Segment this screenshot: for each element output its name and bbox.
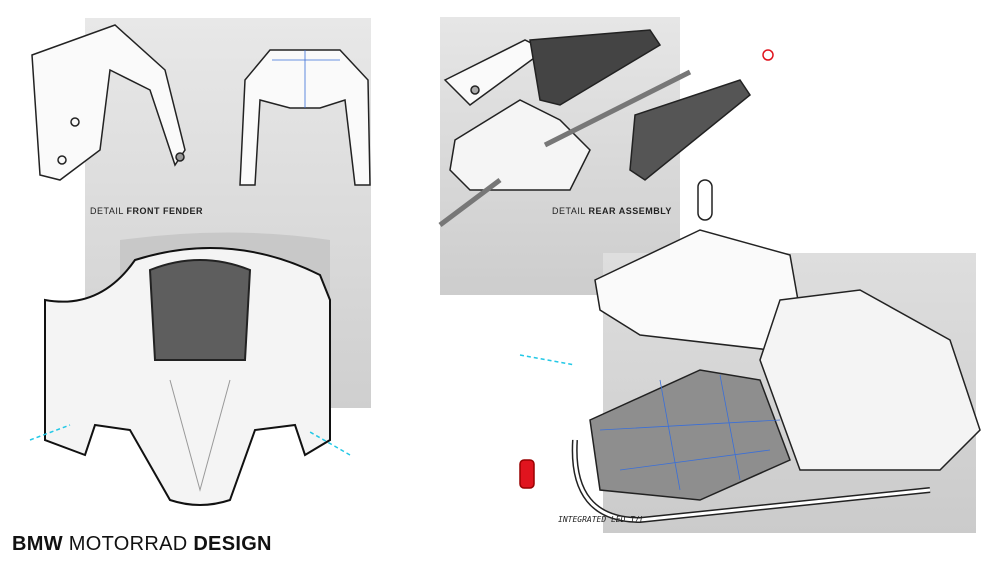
brand-wordmark: BMW MOTORRAD DESIGN	[12, 533, 272, 556]
front-fender-label: DETAIL FRONT FENDER	[90, 206, 203, 216]
rear-assembly-label: DETAIL REAR ASSEMBLY	[552, 206, 672, 216]
integrated-led-annotation: INTEGRATED LED T/L	[558, 515, 645, 524]
brand-design: DESIGN	[193, 533, 272, 555]
rear-assembly-sketch	[438, 29, 774, 227]
brand-motorrad: MOTORRAD	[68, 533, 188, 555]
front-fender-side-sketch	[31, 24, 186, 181]
seat-assembly-sketch	[519, 179, 981, 524]
label-title: FRONT FENDER	[126, 206, 204, 216]
front-fender-front-sketch	[239, 49, 371, 186]
label-title: REAR ASSEMBLY	[588, 206, 672, 216]
label-prefix: DETAIL	[552, 206, 586, 216]
label-prefix: DETAIL	[90, 206, 124, 216]
brand-bmw: BMW	[12, 533, 63, 555]
front-fender-large-sketch	[29, 232, 351, 506]
